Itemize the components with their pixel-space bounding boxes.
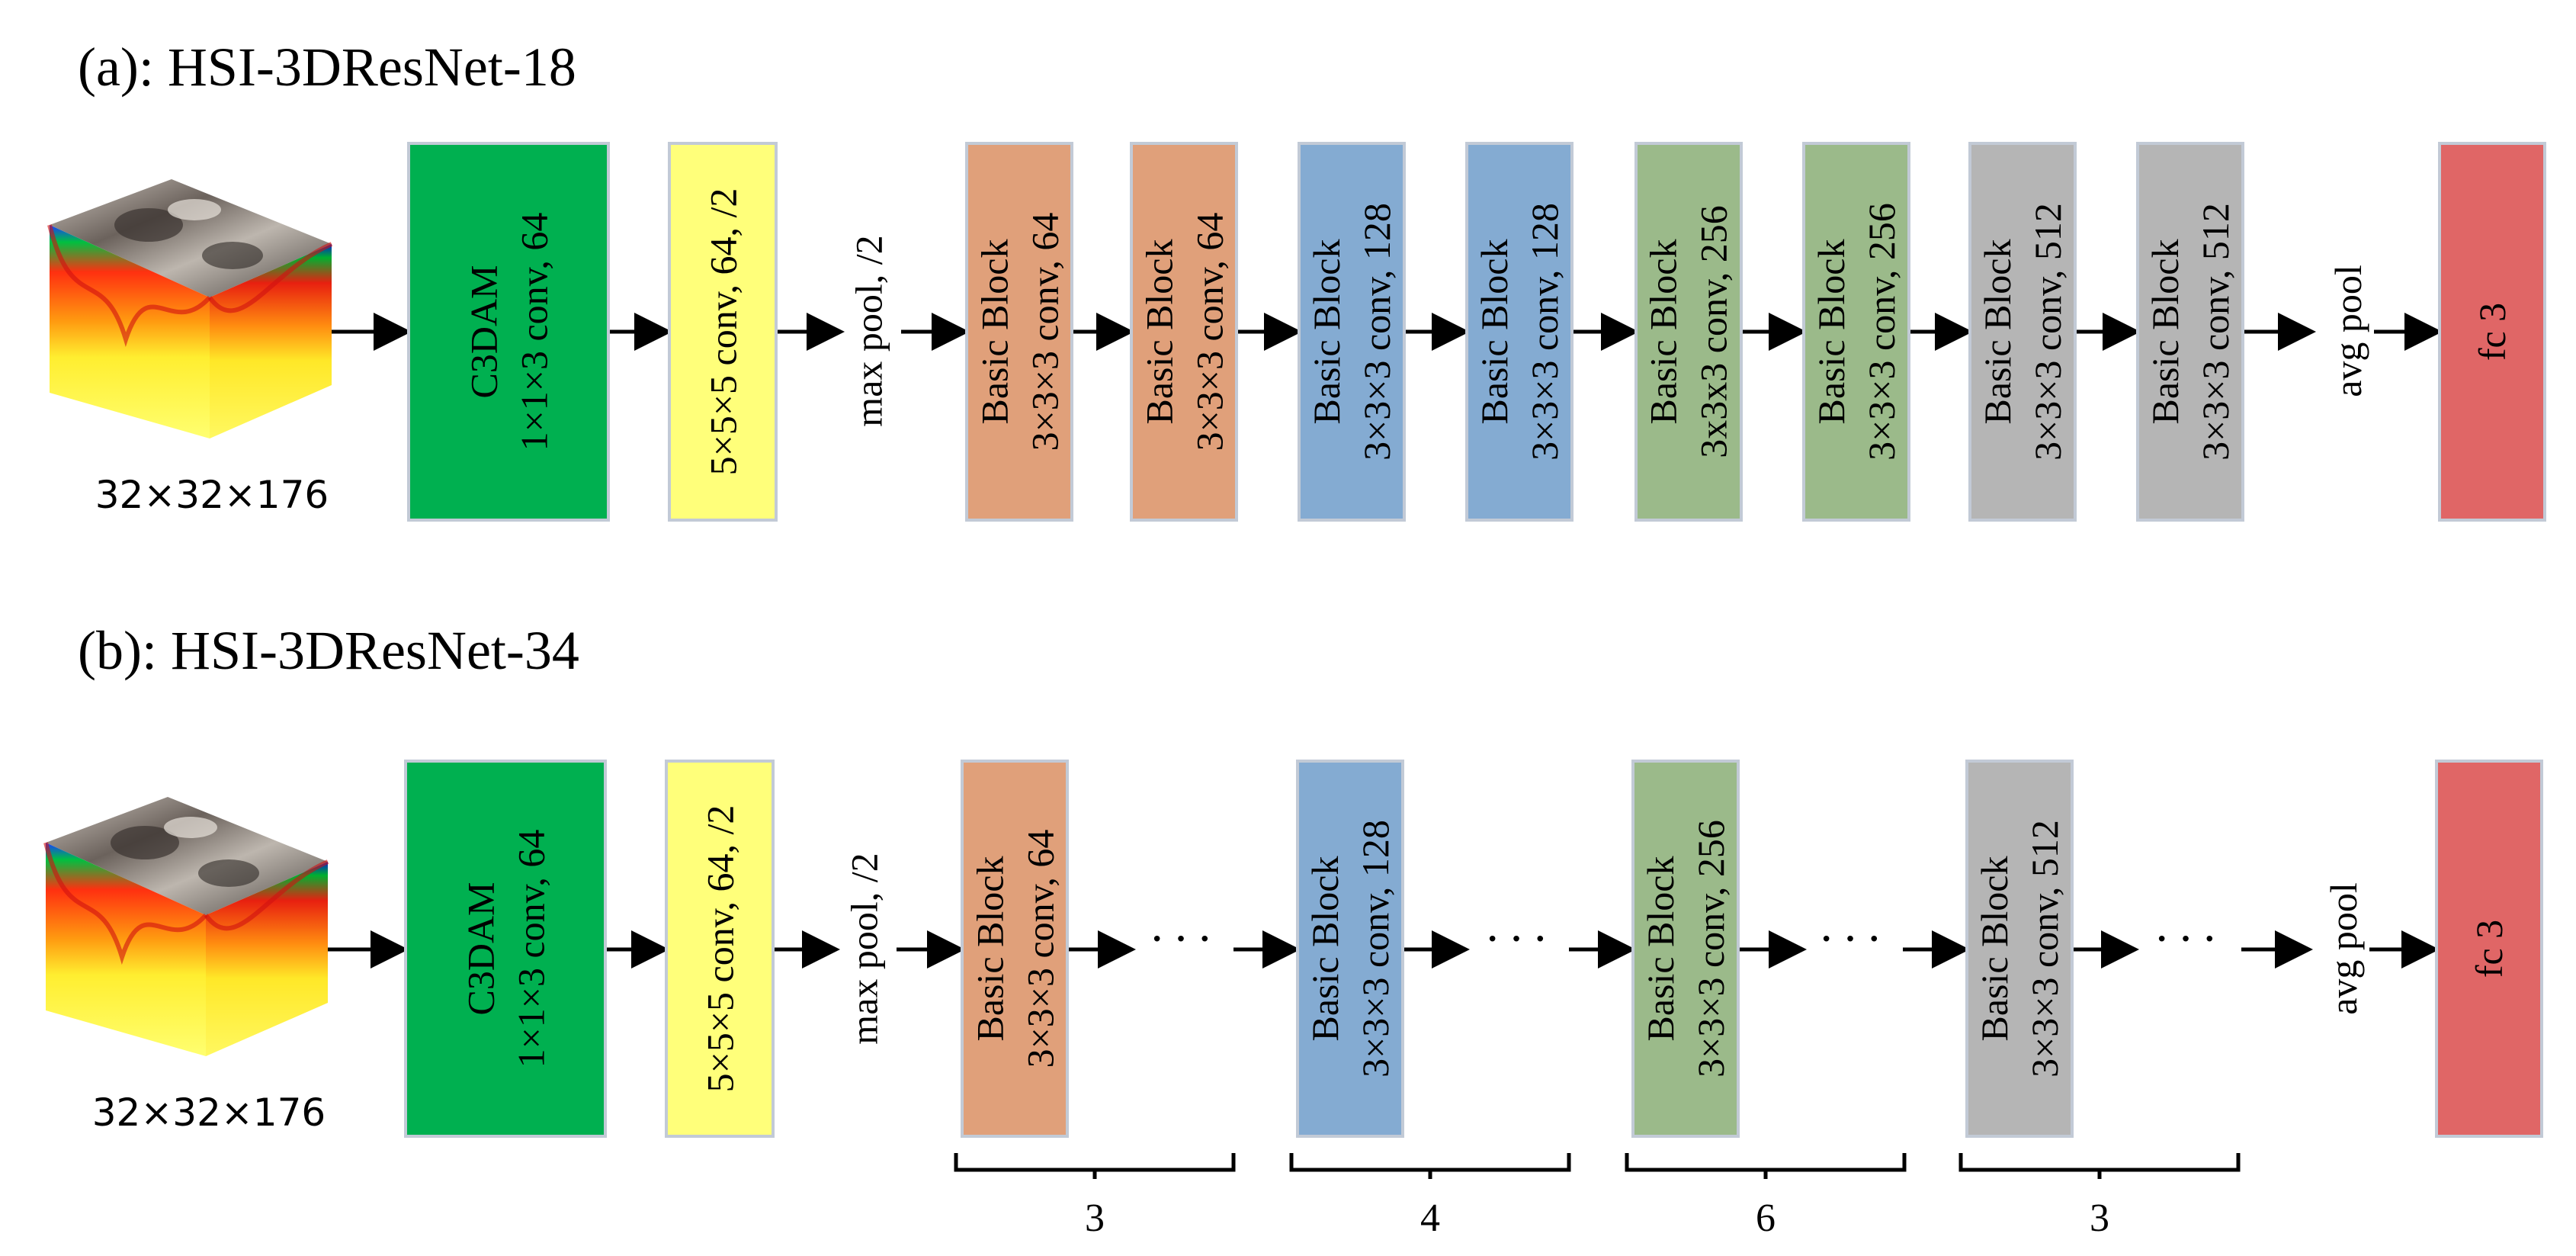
fc-label-a: fc 3 <box>2471 302 2513 361</box>
basic-block-title: Basic Block <box>1137 239 1180 425</box>
stem-conv-block-b: 5×5×5 conv, 64, /2 <box>665 760 775 1138</box>
basic-block-conv-label: 3×3×3 conv, 512 <box>2023 820 2066 1078</box>
c3dam-label-b: C3DAM <box>459 882 502 1016</box>
basic-block-conv-label: 3x3x3 conv, 256 <box>1692 205 1736 458</box>
stem-conv-label-b: 5×5×5 conv, 64, /2 <box>698 805 742 1093</box>
stem-conv-block-a: 5×5×5 conv, 64, /2 <box>668 142 778 522</box>
fc-block-a: fc 3 <box>2438 142 2546 522</box>
basic-block-title: Basic Block <box>1810 239 1853 425</box>
panel-b-title: (b): HSI-3DResNet-34 <box>78 620 579 681</box>
max-pool-text-a: max pool, /2 <box>848 235 890 427</box>
max-pool-text-b: max pool, /2 <box>843 853 886 1045</box>
basic-block-conv-label: 3×3×3 conv, 256 <box>1860 203 1903 461</box>
basic-block-title: Basic Block <box>1639 856 1682 1042</box>
stem-conv-label-a: 5×5×5 conv, 64, /2 <box>701 188 745 476</box>
basic-block-conv-label: 3×3×3 conv, 128 <box>1354 820 1397 1078</box>
basic-block-title: Basic Block <box>1642 239 1686 425</box>
ellipsis-1: ··· <box>1149 911 1221 965</box>
basic-block-conv-label: 3×3×3 conv, 64 <box>1023 212 1066 451</box>
input-size-label-a: 32×32×176 <box>95 473 329 517</box>
hsi-cube-image-a <box>47 179 333 438</box>
basic-block-conv-label: 3×3×3 conv, 512 <box>2194 203 2237 461</box>
basic-block-conv-label: 3×3×3 conv, 512 <box>2026 203 2069 461</box>
avg-pool-text-a: avg pool <box>2327 265 2369 397</box>
c3dam-conv-label-a: 1×1×3 conv, 64 <box>512 212 555 451</box>
basic-block-conv-label: 3×3×3 conv, 64 <box>1188 212 1230 451</box>
basic-block-title: Basic Block <box>1473 239 1516 425</box>
input-size-label-b: 32×32×176 <box>91 1091 326 1135</box>
repeat-brace-3 <box>1625 1153 1907 1179</box>
basic-block-title: Basic Block <box>1976 239 2019 425</box>
repeat-brace-4 <box>1958 1153 2241 1179</box>
ellipsis-3: ··· <box>1818 911 1890 965</box>
basic-block-title: Basic Block <box>1304 856 1346 1042</box>
basic-block-title: Basic Block <box>973 239 1015 425</box>
basic-block-title: Basic Block <box>968 856 1011 1042</box>
basic-block-conv-label: 3×3×3 conv, 128 <box>1523 203 1566 461</box>
repeat-count-3: 6 <box>1756 1197 1776 1240</box>
basic-block-title: Basic Block <box>1973 856 2016 1042</box>
fc-label-b: fc 3 <box>2468 919 2510 978</box>
repeat-count-1: 3 <box>1085 1197 1105 1240</box>
repeat-brace-2 <box>1289 1153 1571 1179</box>
c3dam-label-a: C3DAM <box>462 265 505 399</box>
basic-block-title: Basic Block <box>1305 239 1348 425</box>
repeat-brace-1 <box>954 1153 1236 1179</box>
fc-block-b: fc 3 <box>2435 760 2543 1138</box>
basic-block-conv-label: 3×3×3 conv, 256 <box>1689 820 1732 1078</box>
repeat-count-2: 4 <box>1420 1197 1440 1240</box>
panel-a-title: (a): HSI-3DResNet-18 <box>78 37 576 98</box>
repeat-count-4: 3 <box>2090 1197 2109 1240</box>
c3dam-conv-label-b: 1×1×3 conv, 64 <box>509 829 552 1068</box>
basic-block-conv-label: 3×3×3 conv, 128 <box>1355 203 1398 461</box>
avg-pool-text-b: avg pool <box>2322 882 2365 1015</box>
ellipsis-2: ··· <box>1484 911 1556 965</box>
basic-block-conv-label: 3×3×3 conv, 64 <box>1019 829 1061 1068</box>
ellipsis-4: ··· <box>2154 911 2225 965</box>
basic-block-title: Basic Block <box>2144 239 2186 425</box>
hsi-cube-image-b <box>43 797 329 1056</box>
